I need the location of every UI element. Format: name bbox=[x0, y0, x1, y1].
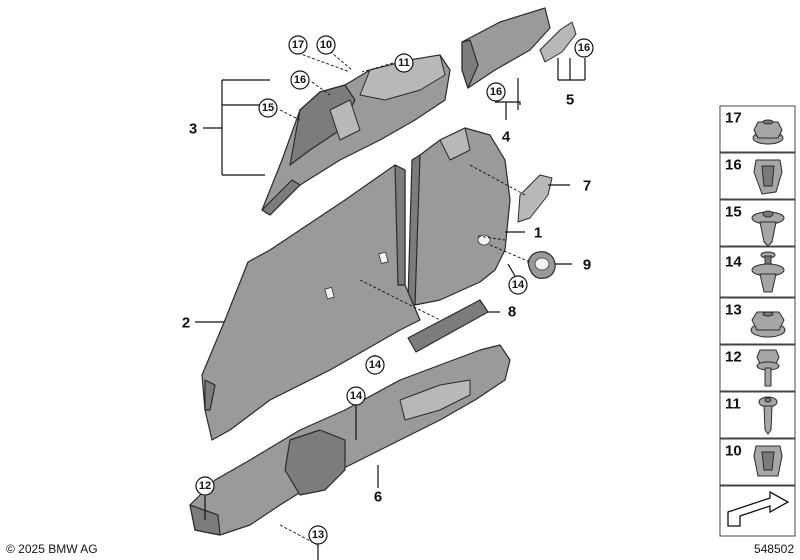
legend-item-12[interactable]: 12 bbox=[719, 344, 796, 392]
legend-number: 10 bbox=[725, 443, 742, 460]
legend-item-16[interactable]: 16 bbox=[719, 152, 796, 200]
legend-number: 12 bbox=[725, 349, 742, 366]
callout-11-top[interactable]: 11 bbox=[394, 53, 414, 73]
part-number-5[interactable]: 5 bbox=[566, 92, 574, 109]
legend-item-arrow[interactable] bbox=[719, 485, 796, 537]
cover-plate-part-8 bbox=[407, 299, 489, 353]
part-number-6[interactable]: 6 bbox=[374, 489, 382, 506]
push-rivet-icon bbox=[751, 210, 785, 247]
hex-nut-icon bbox=[750, 311, 786, 338]
small-trim-part-5 bbox=[539, 21, 577, 63]
callout-16-part4[interactable]: 16 bbox=[486, 82, 506, 102]
callout-13[interactable]: 13 bbox=[308, 525, 328, 545]
callout-text: 17 bbox=[292, 39, 304, 51]
legend-number: 17 bbox=[725, 110, 742, 127]
legend-number: 15 bbox=[725, 204, 742, 221]
cap-part-9 bbox=[527, 251, 556, 279]
legend-item-14[interactable]: 14 bbox=[719, 246, 796, 298]
bracket-part-7 bbox=[517, 174, 553, 223]
callout-16-part5[interactable]: 16 bbox=[574, 38, 594, 58]
callout-text: 14 bbox=[369, 359, 382, 371]
callout-14-right[interactable]: 14 bbox=[508, 275, 528, 295]
torx-screw-icon bbox=[758, 396, 778, 435]
legend-item-17[interactable]: 17 bbox=[719, 105, 796, 153]
legend-item-10[interactable]: 10 bbox=[719, 438, 796, 486]
callout-text: 10 bbox=[320, 39, 332, 51]
legend-number: 13 bbox=[725, 302, 742, 319]
callout-text: 13 bbox=[312, 529, 324, 541]
callout-15-left[interactable]: 15 bbox=[258, 98, 278, 118]
legend-number: 14 bbox=[725, 254, 742, 271]
part-number-8[interactable]: 8 bbox=[508, 304, 516, 321]
hex-bolt-icon bbox=[756, 349, 780, 387]
top-cover-part-4 bbox=[461, 7, 551, 89]
legend-number: 16 bbox=[725, 157, 742, 174]
callout-text: 14 bbox=[512, 279, 525, 291]
diagram-id: 548502 bbox=[754, 542, 794, 556]
rear-side-panel-part-1 bbox=[407, 127, 511, 306]
callout-text: 12 bbox=[199, 480, 211, 492]
legend-number: 11 bbox=[725, 396, 741, 413]
copyright-text: © 2025 BMW AG bbox=[6, 542, 98, 556]
callout-16-left[interactable]: 16 bbox=[290, 70, 310, 90]
upper-side-trim-part-3 bbox=[261, 54, 451, 216]
legend-item-15[interactable]: 15 bbox=[719, 199, 796, 247]
legend-item-13[interactable]: 13 bbox=[719, 297, 796, 345]
fastener-legend: 17 16 15 bbox=[719, 105, 796, 537]
callout-text: 16 bbox=[294, 74, 306, 86]
floor-support-part-6 bbox=[189, 344, 511, 536]
callout-text: 14 bbox=[350, 390, 363, 402]
spring-clip-icon bbox=[753, 159, 783, 195]
callout-10-top[interactable]: 10 bbox=[316, 35, 336, 55]
callout-text: 16 bbox=[490, 86, 502, 98]
callout-17-top[interactable]: 17 bbox=[288, 35, 308, 55]
part-number-3[interactable]: 3 bbox=[189, 121, 197, 138]
part-number-4[interactable]: 4 bbox=[502, 129, 511, 146]
callout-14-bottom[interactable]: 14 bbox=[346, 386, 366, 406]
large-side-trim-part-2 bbox=[201, 164, 421, 441]
hex-nut-flange-icon bbox=[752, 119, 784, 145]
grommet-screw-icon bbox=[751, 251, 785, 293]
part-number-2[interactable]: 2 bbox=[182, 315, 190, 332]
callout-12[interactable]: 12 bbox=[195, 476, 215, 496]
callout-14-middle[interactable]: 14 bbox=[365, 355, 385, 375]
assembly-arrow-icon bbox=[727, 490, 790, 527]
part-number-9[interactable]: 9 bbox=[583, 257, 591, 274]
callout-text: 16 bbox=[578, 42, 590, 54]
callout-text: 15 bbox=[262, 102, 274, 114]
callout-text: 11 bbox=[398, 57, 410, 69]
part-number-1[interactable]: 1 bbox=[534, 225, 542, 242]
legend-item-11[interactable]: 11 bbox=[719, 391, 796, 439]
part-number-7[interactable]: 7 bbox=[583, 178, 591, 195]
expansion-nut-icon bbox=[753, 445, 783, 477]
